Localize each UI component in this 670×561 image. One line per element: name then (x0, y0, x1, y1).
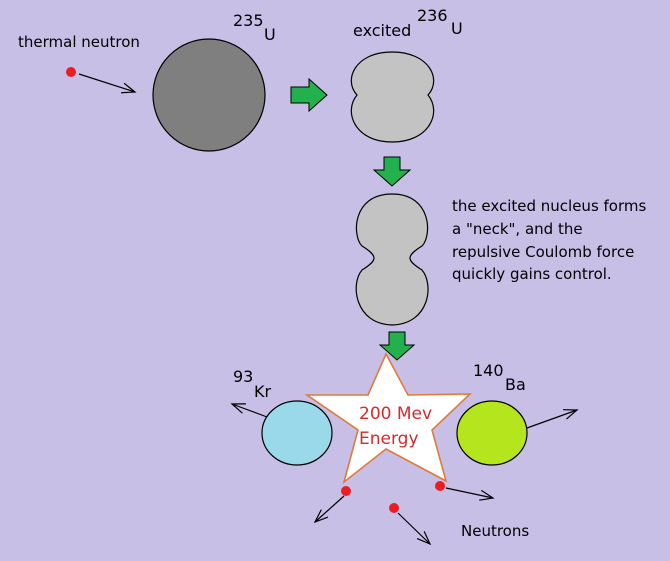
neutron-path-arrow (78, 73, 137, 94)
u235-nucleus (152, 38, 266, 152)
u236-symbol: U (451, 19, 463, 38)
process-arrow-right (290, 77, 328, 113)
thermal-neutron-label: thermal neutron (18, 33, 140, 51)
kr-mass-number: 93 (233, 367, 253, 386)
ba-symbol: Ba (505, 375, 526, 394)
neck-description-line-1: the excited nucleus forms (452, 197, 646, 215)
u236-excited-nucleus (350, 51, 435, 143)
barium-nucleus (456, 400, 528, 466)
neutrons-label: Neutrons (461, 522, 529, 540)
necked-nucleus (355, 193, 429, 326)
u235-mass-number: 235 (233, 11, 264, 30)
energy-star (304, 352, 473, 485)
released-neutron-2 (435, 481, 445, 491)
ba-mass-number: 140 (473, 361, 504, 380)
excited-label: excited (353, 21, 411, 40)
released-neutron-2-arrow (445, 487, 495, 501)
process-arrow-down (372, 156, 412, 187)
process-arrow-down-2 (378, 331, 416, 361)
kr-symbol: Kr (254, 382, 271, 401)
krypton-direction-arrow (230, 403, 268, 418)
energy-text-line-2: Energy (359, 429, 419, 449)
energy-text-line-1: 200 Mev (359, 404, 432, 424)
thermal-neutron (66, 67, 76, 77)
neck-description-line-2: a "neck", and the (452, 220, 583, 238)
u235-symbol: U (264, 25, 276, 44)
barium-direction-arrow (526, 409, 579, 429)
released-neutron-3-arrow (397, 512, 432, 546)
krypton-nucleus (261, 400, 333, 466)
released-neutron-3 (389, 503, 399, 513)
u236-mass-number: 236 (417, 6, 448, 25)
neck-description-line-4: quickly gains control. (452, 265, 612, 283)
released-neutron-1-arrow (313, 495, 345, 524)
neck-description-line-3: repulsive Coulomb force (452, 243, 634, 261)
released-neutron-1 (341, 486, 351, 496)
